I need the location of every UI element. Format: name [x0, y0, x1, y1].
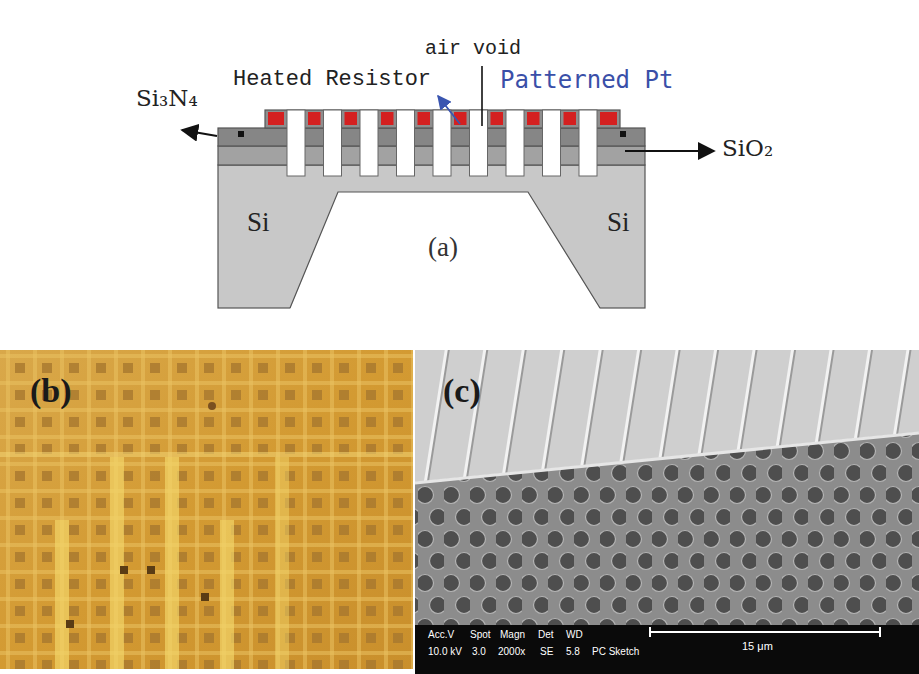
air-void-slot	[360, 110, 378, 176]
panel-label: (a)	[428, 233, 458, 263]
material-label: Si	[607, 208, 630, 238]
sem-info: 5.8	[566, 646, 580, 657]
material-label: SiO₂	[722, 136, 773, 161]
sem-info: Magn	[500, 629, 525, 640]
sem-info: 10.0 kV	[428, 646, 462, 657]
sem-info: SE	[540, 646, 553, 657]
sem-info: Det	[538, 629, 554, 640]
pt-resistor-segment	[308, 112, 321, 125]
pt-resistor-segment	[564, 112, 577, 125]
sem-info: 2000x	[498, 646, 525, 657]
sem-info: WD	[566, 629, 583, 640]
air-void-slot	[506, 110, 524, 176]
sem-info: PC Sketch	[592, 646, 639, 657]
layer-label: Heated Resistor	[233, 68, 431, 92]
panel-label: (c)	[443, 372, 481, 409]
pt-resistor-segment	[491, 112, 504, 125]
pt-resistor-segment	[527, 112, 540, 125]
sem-micrograph	[415, 350, 919, 674]
panel-label: (b)	[30, 372, 72, 409]
sem-info: Acc.V	[428, 629, 454, 640]
pt-resistor-segment	[418, 112, 431, 125]
air-void-slot	[397, 110, 415, 176]
air-void-slot	[433, 110, 451, 176]
optical-micrograph	[0, 350, 413, 669]
air-void-slot	[543, 110, 561, 176]
material-label: Si₃N₄	[136, 86, 198, 111]
pt-resistor-segment	[600, 112, 617, 125]
air-void-slot	[287, 110, 305, 176]
material-label: Si	[247, 208, 270, 238]
pt-resistor-segment	[345, 112, 358, 125]
layer-label: air void	[425, 38, 521, 60]
scale-bar-label: 15 μm	[742, 640, 773, 652]
cross-section	[182, 66, 714, 309]
layer-label: Patterned Pt	[500, 67, 673, 93]
pt-resistor-segment	[381, 112, 394, 125]
air-void-slot	[324, 110, 342, 176]
sem-info: 3.0	[472, 646, 486, 657]
pt-resistor-segment	[268, 112, 284, 125]
air-void-slot	[579, 110, 597, 176]
air-void-slot	[470, 110, 488, 176]
sem-info: Spot	[470, 629, 491, 640]
